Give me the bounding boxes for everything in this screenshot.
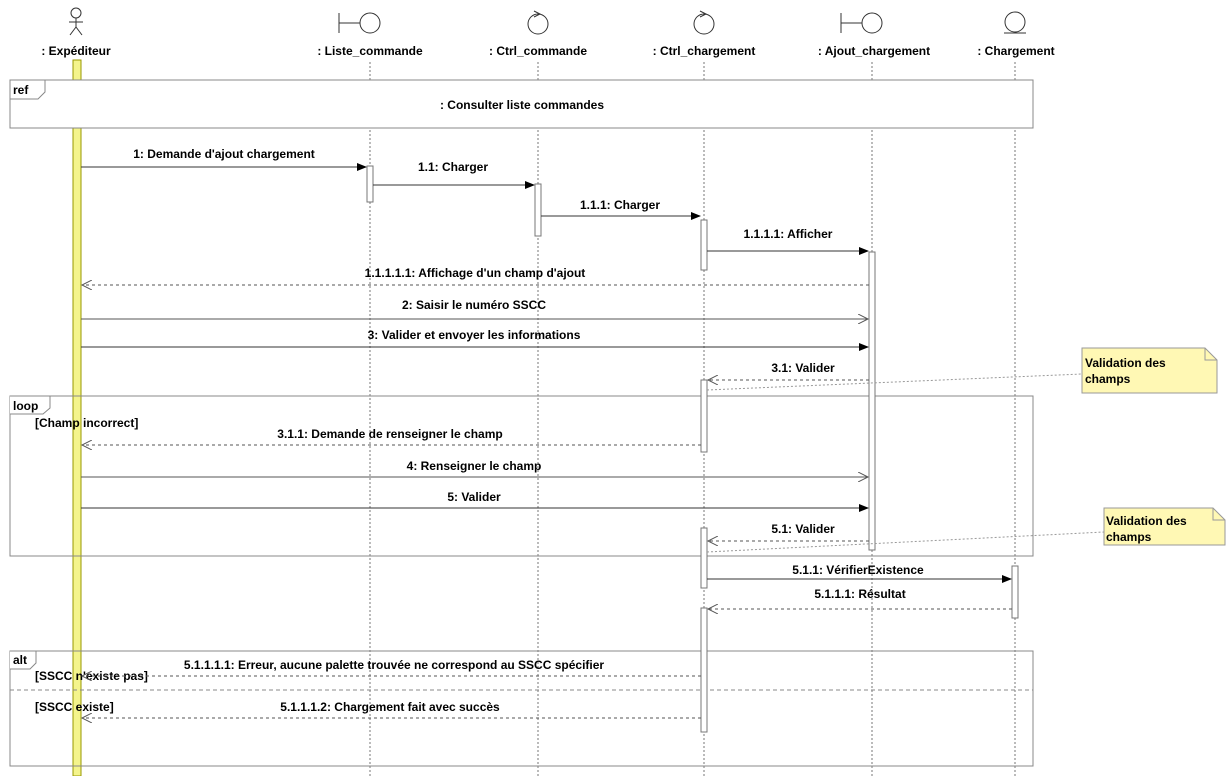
messages: 1: Demande d'ajout chargement 1.1: Charg… bbox=[81, 147, 1012, 718]
ref-fragment: ref : Consulter liste commandes bbox=[9, 79, 1034, 129]
note: Validation des champs bbox=[706, 507, 1226, 553]
message-label: 3.1.1: Demande de renseigner le champ bbox=[277, 427, 502, 441]
message-label: 1.1.1: Charger bbox=[580, 198, 660, 212]
alt-guard-2: [SSCC existe] bbox=[35, 700, 114, 714]
message-label: 1: Demande d'ajout chargement bbox=[133, 147, 315, 161]
participant-expediteur-label: : Expéditeur bbox=[41, 44, 111, 58]
message-label: 3: Valider et envoyer les informations bbox=[368, 328, 581, 342]
control-icon bbox=[693, 10, 715, 35]
message-label: 5.1.1: VérifierExistence bbox=[792, 563, 924, 577]
message-label: 1.1: Charger bbox=[418, 160, 488, 174]
participant-liste-commande-label: : Liste_commande bbox=[317, 44, 423, 58]
message-label: 5: Valider bbox=[447, 490, 501, 504]
loop-operator: loop bbox=[13, 399, 38, 413]
participant-headers: : Expéditeur : Liste_commande : Ctrl_com… bbox=[41, 7, 1055, 58]
note-line1: Validation des bbox=[1085, 356, 1166, 370]
message-label: 5.1.1.1.1: Erreur, aucune palette trouvé… bbox=[184, 658, 604, 672]
participant-chargement-label: : Chargement bbox=[977, 44, 1054, 58]
ref-text: : Consulter liste commandes bbox=[440, 98, 604, 112]
activation-bars bbox=[366, 165, 1019, 733]
message-label: 1.1.1.1.1: Affichage d'un champ d'ajout bbox=[365, 266, 586, 280]
message-label: 5.1: Valider bbox=[771, 522, 835, 536]
note-connector bbox=[706, 531, 1105, 553]
entity-icon bbox=[1004, 11, 1026, 34]
participant-ctrl-commande-label: : Ctrl_commande bbox=[489, 44, 587, 58]
actor-icon bbox=[69, 7, 83, 36]
loop-guard: [Champ incorrect] bbox=[35, 416, 138, 430]
message-label: 4: Renseigner le champ bbox=[407, 459, 542, 473]
message-label: 5.1.1.1: Résultat bbox=[814, 587, 905, 601]
note-line2: champs bbox=[1085, 372, 1131, 386]
note-connector bbox=[706, 373, 1083, 391]
note-line2: champs bbox=[1106, 530, 1152, 544]
participant-ctrl-chargement-label: : Ctrl_chargement bbox=[653, 44, 756, 58]
control-icon bbox=[527, 10, 549, 35]
participant-ajout-chargement-label: : Ajout_chargement bbox=[818, 44, 930, 58]
message-label: 1.1.1.1: Afficher bbox=[744, 227, 833, 241]
message-label: 5.1.1.1.2: Chargement fait avec succès bbox=[280, 700, 500, 714]
loop-fragment: loop [Champ incorrect] bbox=[9, 395, 1034, 557]
message-label: 2: Saisir le numéro SSCC bbox=[402, 298, 546, 312]
ref-operator: ref bbox=[13, 83, 29, 97]
message-label: 3.1: Valider bbox=[771, 361, 835, 375]
alt-operator: alt bbox=[13, 653, 27, 667]
note: Validation des champs bbox=[706, 347, 1218, 394]
expediteur-activation bbox=[72, 59, 82, 776]
note-line1: Validation des bbox=[1106, 514, 1187, 528]
boundary-icon bbox=[338, 12, 381, 34]
boundary-icon bbox=[840, 12, 883, 34]
